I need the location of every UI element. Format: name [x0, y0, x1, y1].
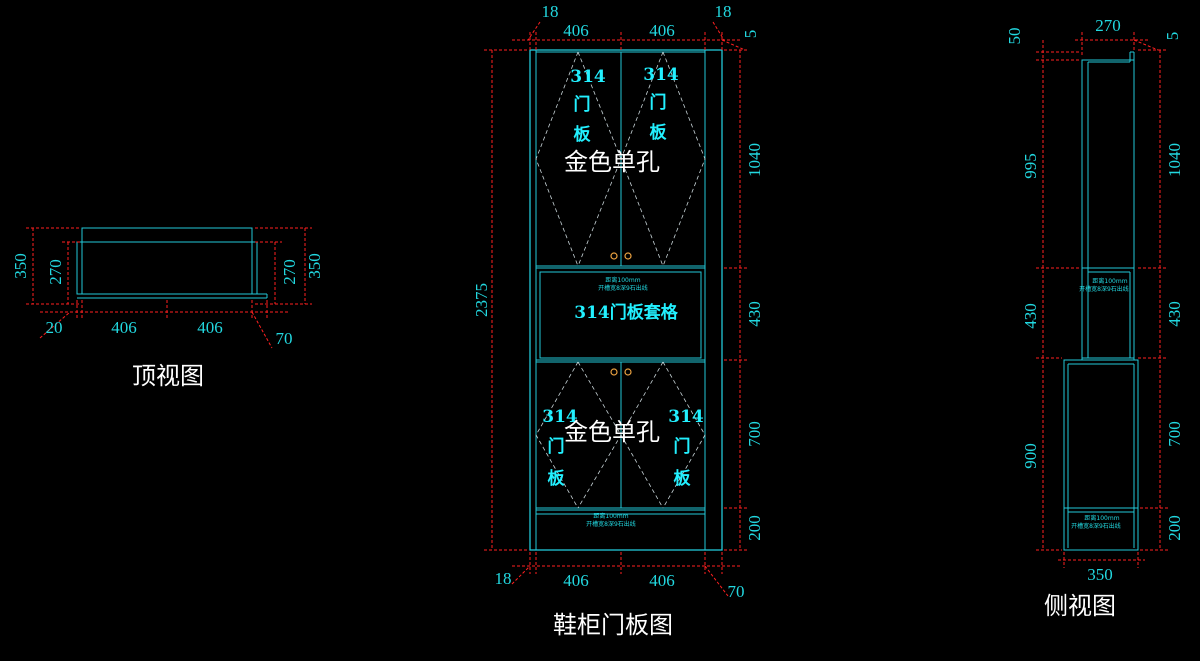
front-top-corner-label: 5 [741, 30, 760, 39]
front-view-title: 鞋柜门板图 [553, 611, 673, 639]
base-drawer [535, 509, 706, 551]
upper-left-door-label-1: 314 [570, 67, 606, 87]
top-view-title: 顶视图 [132, 362, 204, 390]
upper-right-door-label-2: 门 [650, 92, 667, 113]
top-depth-inner-label: 270 [46, 259, 65, 285]
side-lower-left-label: 900 [1021, 443, 1040, 469]
top-depth-inner-right-label: 270 [280, 259, 299, 285]
lower-right-door-label-2: 门 [674, 436, 691, 457]
side-top-width-label: 270 [1095, 16, 1121, 35]
top-width-left-label: 406 [111, 318, 137, 337]
base-note-2: 开槽宽8深9石出线 [586, 520, 636, 528]
lower-left-handle [610, 368, 618, 376]
front-lower-height-label: 700 [745, 421, 764, 447]
middle-note-1: 距离100mm [605, 276, 640, 284]
front-overall-height-label: 2375 [472, 283, 491, 317]
lower-right-door-label-1: 314 [668, 407, 704, 427]
side-middle-note-1: 距离100mm [1092, 277, 1127, 285]
side-view: 距离100mm 开槽宽8深9石出线 距离100mm 开槽宽8深9石出线 270 … [1005, 16, 1184, 620]
side-bottom-width-label: 350 [1087, 565, 1113, 584]
side-top-right-label: 5 [1163, 32, 1182, 41]
side-base-note-2: 开槽宽8深9石出线 [1071, 522, 1121, 530]
top-view-top-panel [81, 227, 253, 243]
front-top-side-right-label: 18 [715, 2, 732, 21]
upper-left-door-label-3: 板 [574, 124, 592, 145]
base-note-1: 距离100mm [593, 512, 628, 520]
upper-right-door-label-1: 314 [643, 65, 679, 85]
front-bottom-right-label: 70 [728, 582, 745, 601]
side-middle-left-label: 430 [1021, 303, 1040, 329]
front-bottom-door-left-label: 406 [563, 571, 589, 590]
side-base-note-1: 距离100mm [1084, 514, 1119, 522]
front-view: 314 门 板 314 门 板 金色单孔 距离100mm 开槽宽8深9石出线 3… [472, 2, 764, 639]
side-upper-left-label: 995 [1021, 153, 1040, 179]
lower-left-door-label-1: 314 [542, 407, 578, 427]
top-left-offset-label: 20 [46, 318, 63, 337]
side-lower-right-label: 700 [1165, 421, 1184, 447]
lower-hardware-label: 金色单孔 [564, 418, 660, 446]
top-right-offset-label: 70 [276, 329, 293, 348]
front-bottom-door-right-label: 406 [649, 571, 675, 590]
side-upper-right-label: 1040 [1165, 143, 1184, 177]
side-upper-body [1081, 59, 1135, 361]
front-top-side-left-label: 18 [542, 2, 559, 21]
top-depth-outer-label: 350 [11, 253, 30, 279]
top-view: 350 270 270 350 20 406 406 70 顶视图 [11, 227, 324, 390]
front-top-door-right-label: 406 [649, 21, 675, 40]
lower-right-handle [624, 368, 632, 376]
upper-right-handle [624, 252, 632, 260]
top-depth-outer-right-label: 350 [305, 253, 324, 279]
side-middle-right-label: 430 [1165, 301, 1184, 327]
side-base-right-label: 200 [1165, 515, 1184, 541]
upper-left-door-label-2: 门 [574, 94, 591, 115]
upper-hardware-label: 金色单孔 [564, 148, 660, 176]
front-middle-height-label: 430 [745, 301, 764, 327]
front-bottom-side-left-label: 18 [495, 569, 512, 588]
front-upper-height-label: 1040 [745, 143, 764, 177]
side-lower-body [1063, 359, 1139, 551]
middle-note-2: 开槽宽8深9石出线 [598, 284, 648, 292]
lower-left-door-label-2: 门 [548, 436, 565, 457]
lower-left-door-label-3: 板 [548, 468, 566, 489]
upper-left-handle [610, 252, 618, 260]
side-view-title: 侧视图 [1044, 592, 1116, 620]
lower-right-door-label-3: 板 [674, 468, 692, 489]
front-top-door-left-label: 406 [563, 21, 589, 40]
upper-right-door-label-3: 板 [650, 122, 668, 143]
top-width-right-label: 406 [197, 318, 223, 337]
side-top-left-label: 50 [1005, 28, 1024, 45]
middle-shelf [535, 267, 706, 361]
front-base-height-label: 200 [745, 515, 764, 541]
side-middle-note-2: 开槽宽8深9石出线 [1079, 285, 1129, 293]
top-view-body [76, 241, 258, 295]
middle-shelf-label: 314门板套格 [574, 302, 678, 323]
